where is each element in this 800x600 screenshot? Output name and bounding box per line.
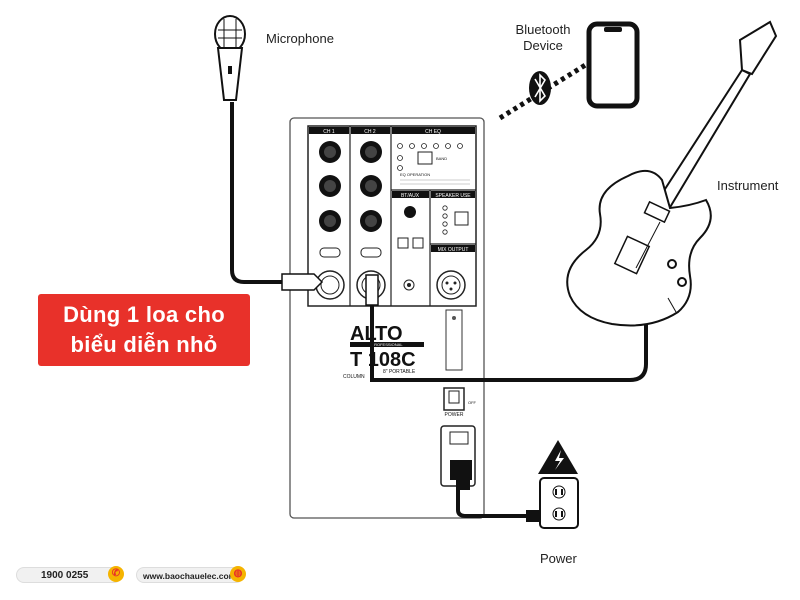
eq-operation-label: EQ OPERATION: [400, 172, 430, 177]
mic-plug: [281, 273, 324, 291]
power-outlet-icon: [539, 477, 579, 529]
column-label: COLUMN: [343, 374, 365, 380]
tagline: 8" PORTABLE: [383, 369, 416, 375]
mix-output-label: MIX OUTPUT: [438, 247, 469, 253]
phone-icon-badge: ✆: [108, 566, 124, 582]
power-cable: [456, 486, 528, 518]
brand-sub: PROFESSIONAL: [371, 342, 403, 347]
link-button[interactable]: [412, 237, 424, 249]
ch2-mic-line-switch[interactable]: [360, 247, 382, 258]
ch1-mic-line-switch[interactable]: [319, 247, 341, 258]
instrument-cable: [370, 285, 648, 382]
off-label: OFF: [468, 400, 477, 405]
model-label: T 108C: [350, 349, 416, 371]
instrument-plug: [365, 274, 379, 306]
bluetooth-device-label: Bluetooth Device: [515, 22, 571, 53]
globe-icon: ◍: [230, 566, 246, 582]
bluetooth-icon: [529, 71, 551, 105]
phone-number: 1900 0255: [41, 570, 89, 581]
ch1-knobs: [319, 141, 341, 232]
banner-line-1: Dùng 1 loa cho: [63, 302, 225, 327]
mic-cable: [230, 102, 292, 284]
footer-contact: 1900 0255 ✆ www.baochauelec.com ◍: [16, 565, 246, 585]
website-link: www.baochauelec.com: [143, 571, 237, 581]
ch-eq-label: CH EQ: [425, 129, 441, 135]
guitar-icon: [566, 20, 778, 327]
power-plug: [526, 510, 540, 522]
speaker-use-label: SPEAKER USE: [435, 193, 471, 199]
speaker-use-button[interactable]: [454, 211, 469, 226]
pair-button[interactable]: [397, 237, 409, 249]
ch2-knobs: [360, 141, 382, 232]
power-label: POWER: [445, 412, 464, 418]
brand-logo: ALTO: [350, 323, 403, 345]
microphone-icon: [214, 15, 246, 101]
website-pill[interactable]: www.baochauelec.com: [136, 567, 244, 583]
banner-line-2: biểu diễn nhỏ: [70, 332, 218, 357]
instrument-label: Instrument: [717, 178, 779, 193]
eq-leds: [397, 143, 463, 171]
promo-banner: Dùng 1 loa cho biểu diễn nhỏ: [38, 294, 250, 366]
phone-pill[interactable]: 1900 0255: [16, 567, 122, 583]
bt-aux-knob[interactable]: [404, 206, 416, 218]
side-plate: [445, 309, 463, 371]
band-label: BAND: [436, 156, 447, 161]
eq-band-button[interactable]: [417, 151, 433, 165]
high-voltage-icon: [538, 440, 578, 474]
phone-icon: [586, 21, 640, 109]
microphone-label: Microphone: [266, 31, 334, 46]
ch2-label: CH 2: [364, 129, 376, 135]
power-label-text: Power: [540, 551, 577, 566]
ch1-label: CH 1: [323, 129, 335, 135]
speaker-use-leds: [442, 205, 448, 235]
bt-aux-label: BT/AUX: [401, 193, 420, 199]
